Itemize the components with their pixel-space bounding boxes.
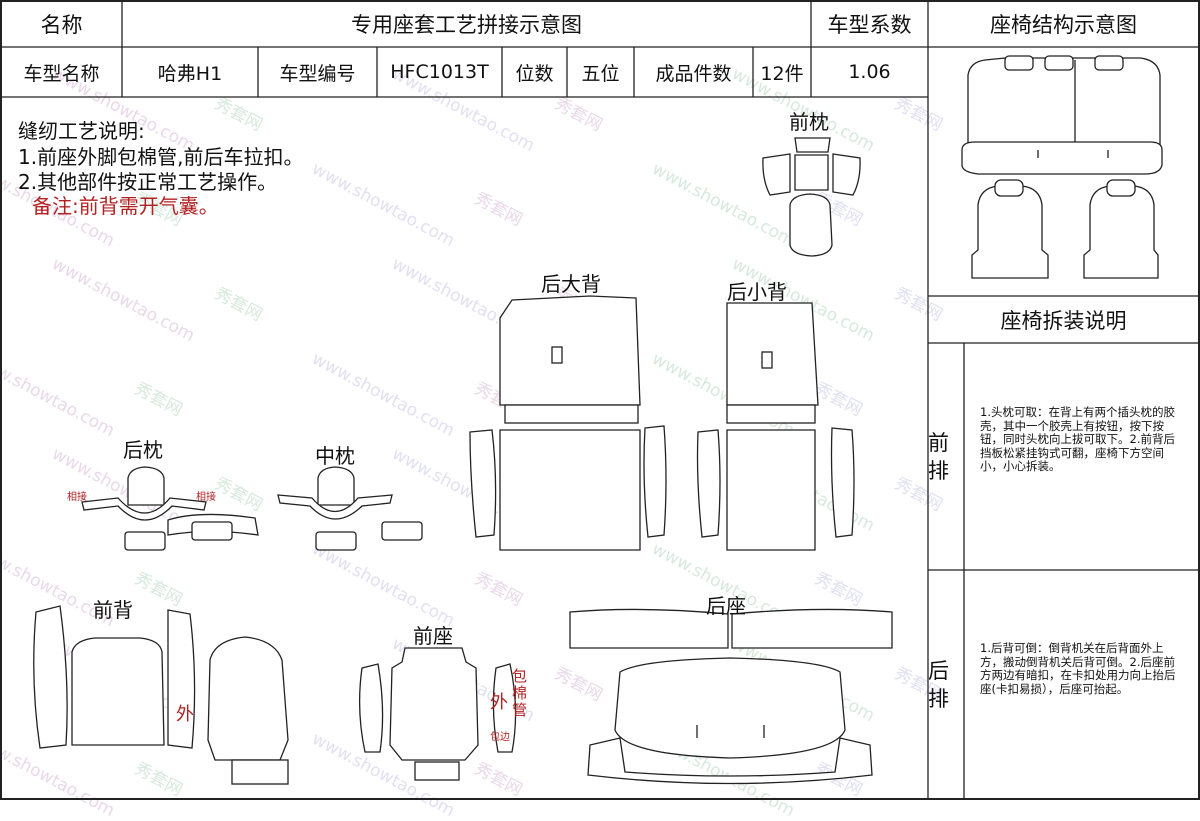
rear-seat-pieces: [569, 608, 893, 785]
sheet-title: 专用座套工艺拼接示意图: [351, 13, 582, 37]
rear-big-back-pieces: [469, 295, 667, 551]
craft-note: 备注:前背需开气囊。: [32, 194, 219, 218]
label-outer-front-back: 外: [176, 704, 194, 725]
rear-row-text: 1.后背可倒：倒背机关在后背面外上方，搬动倒背机关后背可倒。2.后座前方两边有暗…: [980, 641, 1176, 696]
pieces-value: 12件: [760, 62, 804, 85]
coef-value: 1.06: [848, 61, 891, 83]
front-row-text: 1.头枕可取：在背上有两个插头枕的胶壳，其中一个胶壳上有按钮，按下按钮，同时头枕…: [980, 405, 1175, 473]
front-back-pieces: [33, 605, 289, 785]
model-name-value: 哈弗H1: [157, 62, 223, 85]
label-join-left: 相接: [67, 492, 87, 503]
front-pillow-pieces: [762, 137, 861, 257]
seats-value: 五位: [581, 62, 620, 85]
coef-label: 车型系数: [827, 13, 912, 37]
disassembly-title: 座椅拆装说明: [1000, 308, 1127, 333]
mid-pillow-pieces: [277, 466, 423, 551]
structure-title: 座椅结构示意图: [990, 13, 1137, 37]
craft-title: 缝纫工艺说明:: [18, 119, 145, 143]
model-code-value: HFC1013T: [390, 61, 489, 83]
label-front-seat: 前座: [413, 624, 453, 648]
label-join-right: 相接: [196, 492, 216, 503]
label-rear-seat: 后座: [706, 594, 746, 618]
craft-line-2: 2.其他部件按正常工艺操作。: [18, 170, 278, 194]
diagram-canvas: [0, 0, 1200, 800]
pieces-label: 成品件数: [655, 62, 732, 85]
model-code-label: 车型编号: [279, 62, 356, 85]
grid-lines: [0, 0, 1200, 800]
label-front-pillow: 前枕: [789, 110, 829, 134]
front-seat-pieces: [358, 647, 517, 781]
model-name-label: 车型名称: [23, 62, 100, 85]
rear-pillow-pieces: [81, 466, 259, 551]
front-row-label: 前排: [928, 430, 949, 483]
label-rear-big-back: 后大背: [541, 272, 601, 296]
label-outer-front-seat: 外: [490, 692, 508, 713]
rear-row-label: 后排: [928, 658, 949, 711]
seat-structure-sketch: [961, 55, 1163, 279]
seats-label: 位数: [515, 62, 554, 85]
craft-line-1: 1.前座外脚包棉管,前后车拉扣。: [18, 145, 304, 169]
label-rear-pillow: 后枕: [123, 438, 163, 462]
label-wrap-cotton: 包棉管: [512, 667, 528, 719]
label-mid-pillow: 中枕: [315, 444, 355, 468]
rear-small-back-pieces: [696, 302, 855, 551]
label-wrap-small: 包边: [490, 732, 510, 743]
name-label: 名称: [40, 13, 83, 37]
label-front-back: 前背: [93, 598, 133, 622]
label-rear-small-back: 后小背: [727, 280, 787, 304]
